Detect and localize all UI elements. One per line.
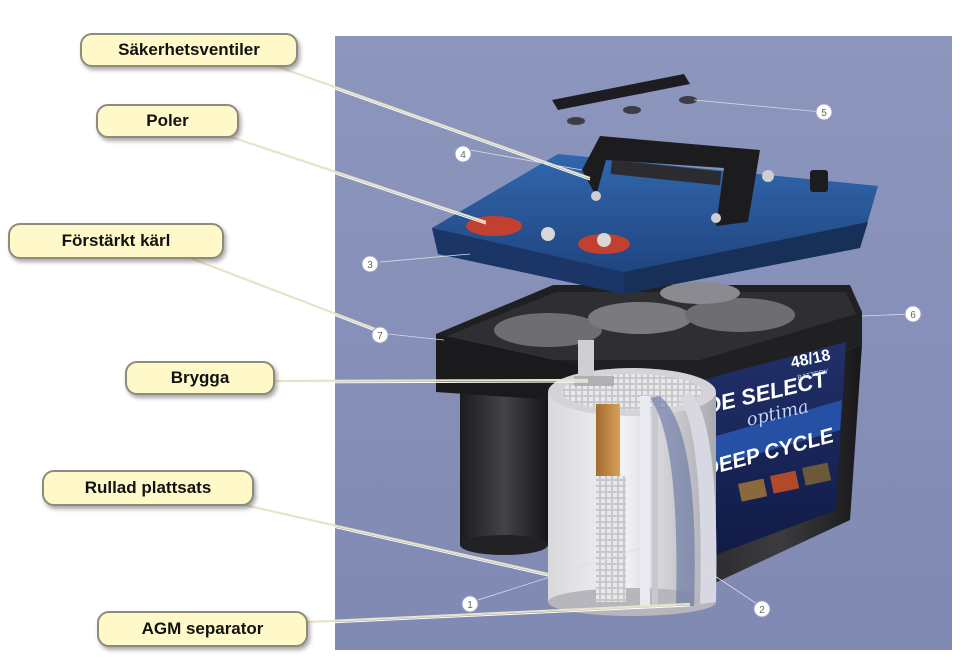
callout-1: 1: [461, 595, 479, 613]
label-rolled-plates: Rullad plattsats: [42, 470, 254, 506]
callout-2: 2: [753, 600, 771, 618]
svg-text:5: 5: [821, 108, 827, 119]
label-safety-valves: Säkerhetsventiler: [80, 33, 298, 67]
label-terminals: Poler: [96, 104, 239, 138]
rolled-plate-cell: [548, 340, 717, 616]
battery-lid: [432, 136, 878, 294]
svg-text:1: 1: [467, 600, 473, 611]
svg-text:6: 6: [910, 310, 916, 321]
valve-cover-strip: [552, 74, 697, 125]
callout-5: 5: [815, 103, 833, 121]
svg-text:7: 7: [377, 331, 383, 342]
battery-label: OE SELECT optima 48/18 BATTERY DEEP CYCL…: [701, 342, 846, 560]
svg-text:4: 4: [460, 150, 466, 161]
callout-4: 4: [454, 145, 472, 163]
callout-7: 7: [371, 326, 389, 344]
label-agm-separator: AGM separator: [97, 611, 308, 647]
label-reinforced-case: Förstärkt kärl: [8, 223, 224, 259]
svg-text:2: 2: [759, 605, 765, 616]
label-bridge: Brygga: [125, 361, 275, 395]
callout-3: 3: [361, 255, 379, 273]
svg-text:3: 3: [367, 260, 373, 271]
callout-6: 6: [904, 305, 922, 323]
leader-lines: [189, 64, 691, 624]
